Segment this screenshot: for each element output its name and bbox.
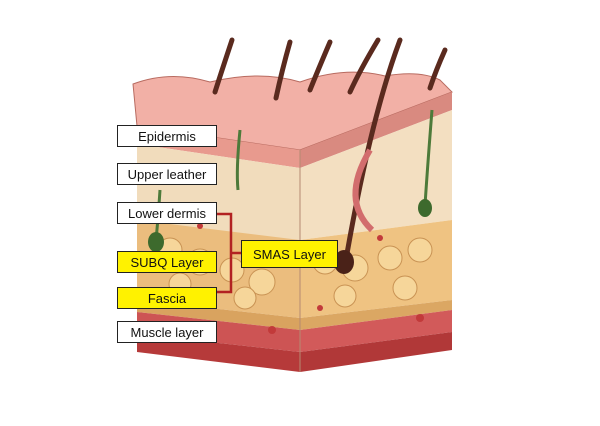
label-smas-layer: SMAS Layer xyxy=(241,240,338,268)
bottom-muscle-side xyxy=(300,332,452,372)
bottom-muscle-front xyxy=(137,334,300,372)
label-fascia: Fascia xyxy=(117,287,217,309)
label-upper-leather: Upper leather xyxy=(117,163,217,185)
fascia-side xyxy=(300,300,452,330)
dermis-side xyxy=(300,110,452,240)
label-subq-layer: SUBQ Layer xyxy=(117,251,217,273)
label-epidermis: Epidermis xyxy=(117,125,217,147)
label-muscle-layer: Muscle layer xyxy=(117,321,217,343)
label-lower-dermis: Lower dermis xyxy=(117,202,217,224)
epidermis-side xyxy=(300,92,452,168)
muscle-side xyxy=(300,310,452,352)
